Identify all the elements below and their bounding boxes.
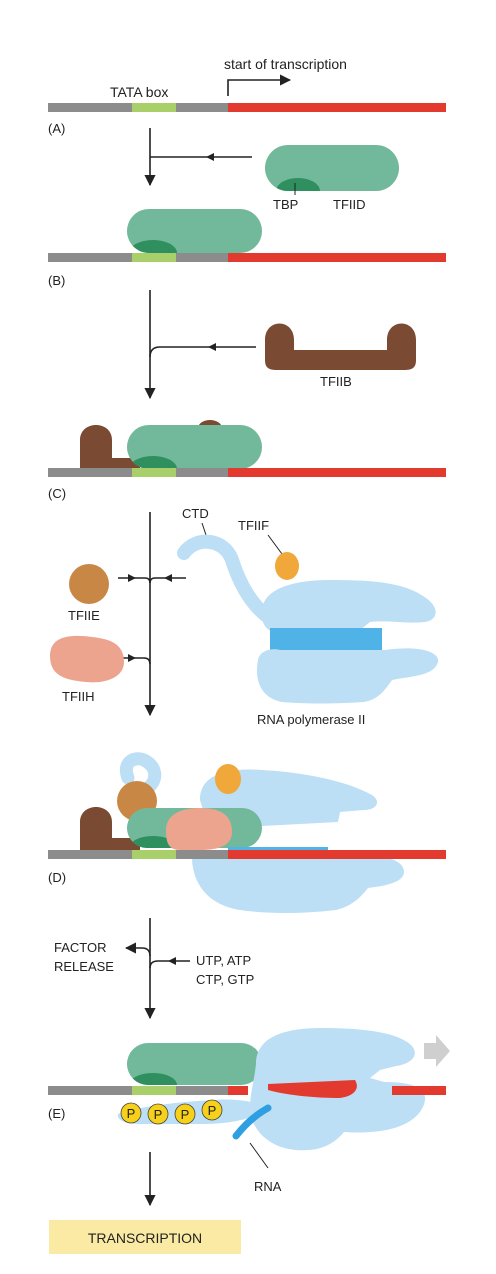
phosphate-group: P P P P: [120, 1099, 223, 1125]
phosphate-label-1: P: [127, 1106, 136, 1121]
tfiif-label: TFIIF: [238, 518, 269, 533]
tfiib-bound-left: [80, 425, 140, 468]
tfiif-leader-line: [267, 534, 283, 555]
panel-label-d: (D): [48, 870, 66, 885]
panel-d: (D) FACTOR RELEASE UTP, ATP CTP, GTP: [48, 752, 446, 1020]
panel-label-a: (A): [48, 121, 65, 136]
transcription-box: [49, 1220, 241, 1254]
ctd-label: CTD: [182, 506, 209, 521]
tfiif-shape: [275, 552, 299, 580]
panel-label-e: (E): [48, 1106, 65, 1121]
tata-box: [132, 103, 176, 112]
panel-b: (B) TFIIB: [48, 209, 446, 400]
tfiih-bound: [166, 808, 232, 850]
dna-strand-e: [48, 1086, 446, 1095]
phosphate-1: [120, 1102, 142, 1124]
tfiib-bound-d: [80, 807, 140, 850]
phosphate-4: [201, 1099, 223, 1121]
tata-box-label: TATA box: [110, 84, 168, 100]
direction-arrow: [424, 1035, 450, 1067]
step-arrow-b: [144, 290, 256, 400]
rna-leader-line: [249, 1142, 269, 1169]
tfiid-bound-b: [127, 209, 262, 253]
dna-strand-d: [48, 850, 446, 859]
polymerase-cleft: [270, 628, 382, 650]
tfiih-shape: [50, 635, 124, 683]
step-arrow-d: [124, 918, 190, 1020]
transcription-bubble: [268, 1080, 357, 1098]
phosphate-label-3: P: [181, 1107, 190, 1122]
tbp-shape: [276, 178, 320, 191]
ctd-tail-d: [120, 752, 162, 793]
transcription-label: TRANSCRIPTION: [88, 1230, 202, 1246]
phosphate-label-2: P: [154, 1107, 163, 1122]
step-arrow-a: [144, 128, 252, 187]
rna-transcript: [232, 1104, 272, 1140]
tbp-label: TBP: [273, 197, 298, 212]
dna-strand-c: [48, 468, 446, 477]
tfiid-bound-e: [127, 1043, 262, 1085]
transcription-start-arrow: [227, 74, 292, 96]
tfiib-shape: [265, 323, 416, 370]
phosphate-2: [147, 1103, 169, 1125]
panel-c: (C) TFIIE TFIIH CTD TFIIF RNA polymerase…: [48, 420, 446, 727]
panel-label-c: (C): [48, 486, 66, 501]
panel-label-b: (B): [48, 273, 65, 288]
step-arrow-c: [118, 512, 186, 717]
ctd-tail: [177, 534, 275, 624]
tfiib-label: TFIIB: [320, 374, 352, 389]
tfiid-label: TFIID: [333, 197, 366, 212]
polymerase-upper-jaw: [262, 580, 436, 632]
tfiid-complex: [265, 145, 399, 191]
start-of-transcription-label: start of transcription: [224, 56, 347, 72]
ntp-label-line2: CTP, GTP: [196, 972, 254, 987]
dna-strand-a: [48, 103, 446, 112]
factor-release-label-line2: RELEASE: [54, 959, 114, 974]
phosphate-label-4: P: [208, 1103, 217, 1118]
polymerase-lower-jaw: [257, 648, 439, 704]
polymerase-lower-d: [192, 853, 404, 913]
factor-release-label-line1: FACTOR: [54, 940, 107, 955]
ntp-label-line1: UTP, ATP: [196, 953, 251, 968]
tfiih-label: TFIIH: [62, 689, 95, 704]
tfiie-shape: [69, 564, 109, 604]
tfiie-label: TFIIE: [68, 608, 100, 623]
phosphate-3: [174, 1103, 196, 1125]
rna-label: RNA: [254, 1179, 282, 1194]
panel-a: TATA box start of transcription (A) TBP …: [48, 56, 446, 212]
tfiif-bound: [215, 764, 241, 794]
dna-strand-b: [48, 253, 446, 262]
rna-polymerase-ii-label: RNA polymerase II: [257, 712, 365, 727]
panel-e: P P P P (E) RNA TRANSCRIPTION: [48, 1028, 450, 1254]
rna-polymerase-ii: [177, 534, 439, 704]
tfiid-bound-c: [127, 425, 262, 469]
